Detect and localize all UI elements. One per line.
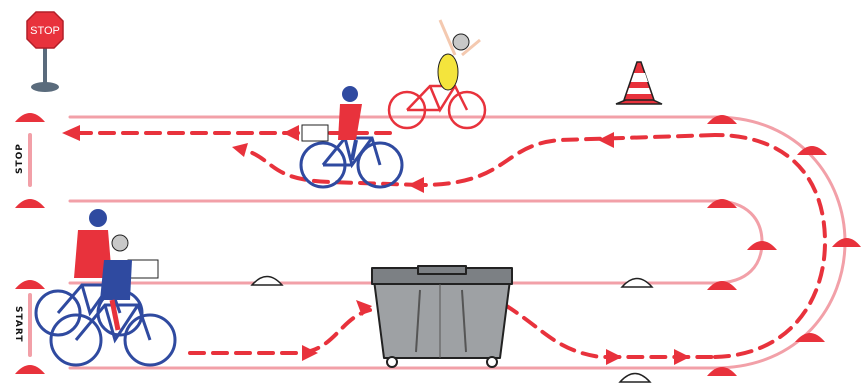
route-start-segment [188, 308, 372, 355]
route-after-bin-segment [503, 303, 717, 359]
route-dashed-path [78, 131, 828, 359]
route-arrowheads [62, 125, 690, 365]
inner-turn-curve [713, 199, 764, 285]
stop-sign-icon: STOP [26, 11, 64, 92]
disc-cone-icon [15, 280, 45, 289]
arrow-icon [606, 349, 622, 365]
bicycle-icon [299, 136, 404, 189]
disc-cone-icon [250, 275, 284, 286]
disc-cone-icon [15, 199, 45, 208]
arrow-icon [674, 349, 690, 365]
disc-cone-icon [707, 281, 737, 290]
bicycle-icon [49, 303, 177, 367]
arrow-icon [283, 125, 299, 141]
disc-cone-icon [707, 115, 737, 124]
disc-cone-icon [797, 146, 827, 155]
bicycle-icon [387, 84, 487, 130]
arrow-icon [62, 125, 80, 141]
disc-cone-icon [832, 238, 861, 247]
disc-cone-icon [747, 241, 777, 250]
disc-cone-icon [618, 372, 652, 383]
red-cones [15, 113, 861, 376]
cyclists-start-pair [34, 209, 177, 367]
wheelie-bin-icon [371, 265, 513, 368]
arrow-icon [356, 300, 372, 316]
cyclist-child-red [299, 86, 404, 189]
disc-cone-icon [795, 333, 825, 342]
stop-sign-text: STOP [30, 25, 60, 37]
start-lane-label: START [13, 306, 23, 343]
disc-cone-icon [15, 365, 45, 374]
route-turn-segment [713, 133, 828, 359]
stop-lane-label: STOP [15, 143, 25, 174]
route-top-segment [418, 133, 717, 187]
route-weave-segment [243, 148, 422, 187]
arrow-icon [232, 143, 248, 157]
disc-cone-icon [707, 367, 737, 376]
arrow-icon [598, 132, 614, 148]
disc-cone-icon [15, 113, 45, 122]
arrow-icon [302, 345, 318, 361]
white-cones [250, 275, 654, 383]
disc-cone-icon [707, 199, 737, 208]
cyclist-yellow-dress [387, 19, 487, 130]
disc-cone-icon [620, 277, 654, 288]
traffic-cone-icon [615, 61, 663, 105]
arrow-icon [408, 177, 424, 193]
